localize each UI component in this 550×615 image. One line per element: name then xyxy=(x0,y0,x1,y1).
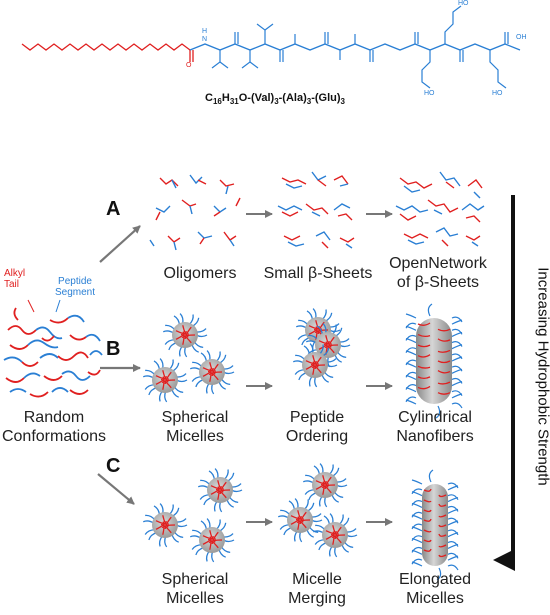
micelle xyxy=(190,350,235,395)
carbonyl-groups xyxy=(234,32,509,62)
pathway-c-letter: C xyxy=(106,455,121,477)
micelle xyxy=(163,313,208,358)
pathway-b-letter: B xyxy=(106,338,121,360)
fiber xyxy=(411,469,459,581)
elongated-micelles-illustration xyxy=(411,469,459,581)
glu-ho-top-label: HO xyxy=(458,0,469,7)
micelle xyxy=(143,503,188,548)
spherical-micelles-b-illustration xyxy=(143,313,235,403)
micelle xyxy=(143,358,188,403)
pathway-c-arrow xyxy=(97,473,135,505)
open-network-illustration xyxy=(395,171,485,247)
small-beta-sheets-illustration xyxy=(277,171,355,249)
oligomers-label: Oligomers xyxy=(163,265,237,282)
micelle-merging-illustration xyxy=(278,463,358,558)
peptide-ordering-illustration xyxy=(293,308,351,388)
glu-ho-bottom-label: HO xyxy=(492,90,503,97)
random-conformations xyxy=(3,299,103,398)
amide-h-label: H xyxy=(202,28,208,35)
side-chains xyxy=(211,5,507,89)
cylindrical-nanofibers-illustration xyxy=(405,303,463,419)
glu-ho-label: HO xyxy=(424,90,435,97)
pathway-a-arrow xyxy=(99,225,141,263)
c-terminus-oh-label: OH xyxy=(516,34,527,41)
molecule-formula: C16H31O-(Val)3-(Ala)3-(Glu)3 xyxy=(205,92,345,107)
peptide-backbone xyxy=(189,43,521,51)
pathway-a-letter: A xyxy=(106,198,121,220)
amide-n-label: N xyxy=(202,36,208,43)
carbonyl-oxygen-label: O xyxy=(186,62,192,69)
micelle xyxy=(198,468,243,513)
spherical-micelles-c-illustration xyxy=(143,468,243,563)
micelle xyxy=(303,463,348,508)
micelle xyxy=(313,513,358,558)
fiber xyxy=(405,303,463,419)
micelle xyxy=(278,498,323,543)
hydrophobic-strength-label: Increasing Hydrophobic Strength xyxy=(534,267,550,486)
stage-arrows xyxy=(246,210,393,526)
small-beta-sheets-label: Small β-Sheets xyxy=(263,265,373,282)
alkyl-tail-chain xyxy=(21,43,191,51)
oligomers-illustration xyxy=(149,174,241,251)
molecule-structure xyxy=(21,5,521,89)
micelle xyxy=(293,343,338,388)
micelle xyxy=(190,518,235,563)
